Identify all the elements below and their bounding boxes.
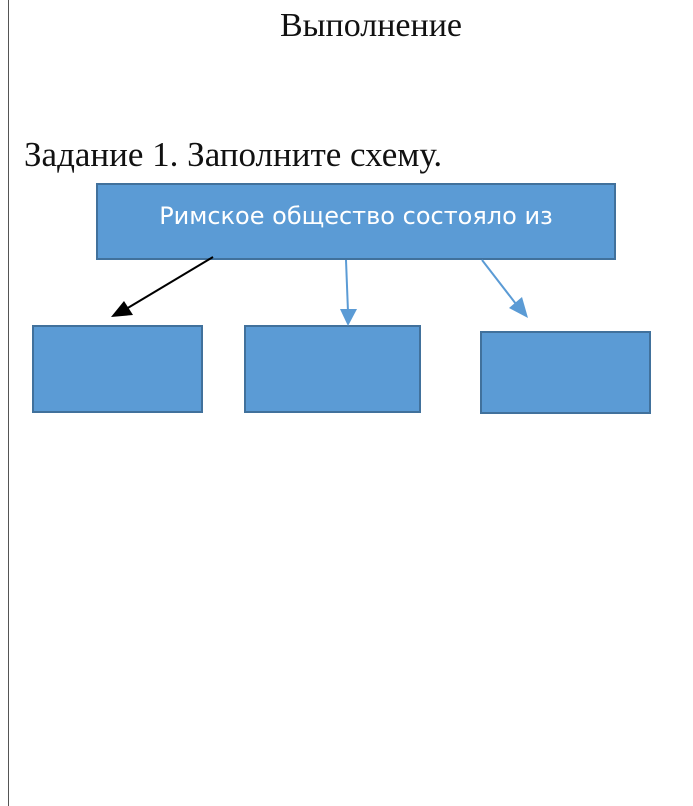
diagram-root-box: Римское общество состояло из — [96, 183, 616, 260]
document-heading: Выполнение — [280, 7, 463, 44]
diagram-child-box-1[interactable] — [32, 325, 203, 413]
diagram-child-box-3[interactable] — [480, 331, 651, 414]
diagram-root-label: Римское общество состояло из — [159, 201, 553, 230]
task-instruction: Задание 1. Заполните схему. — [24, 135, 443, 174]
diagram-child-box-2[interactable] — [244, 325, 421, 413]
arrow-to-box-3 — [481, 259, 528, 318]
arrow-to-box-2 — [340, 259, 357, 326]
arrow-to-box-1 — [111, 256, 214, 317]
page-margin-line — [8, 0, 9, 806]
